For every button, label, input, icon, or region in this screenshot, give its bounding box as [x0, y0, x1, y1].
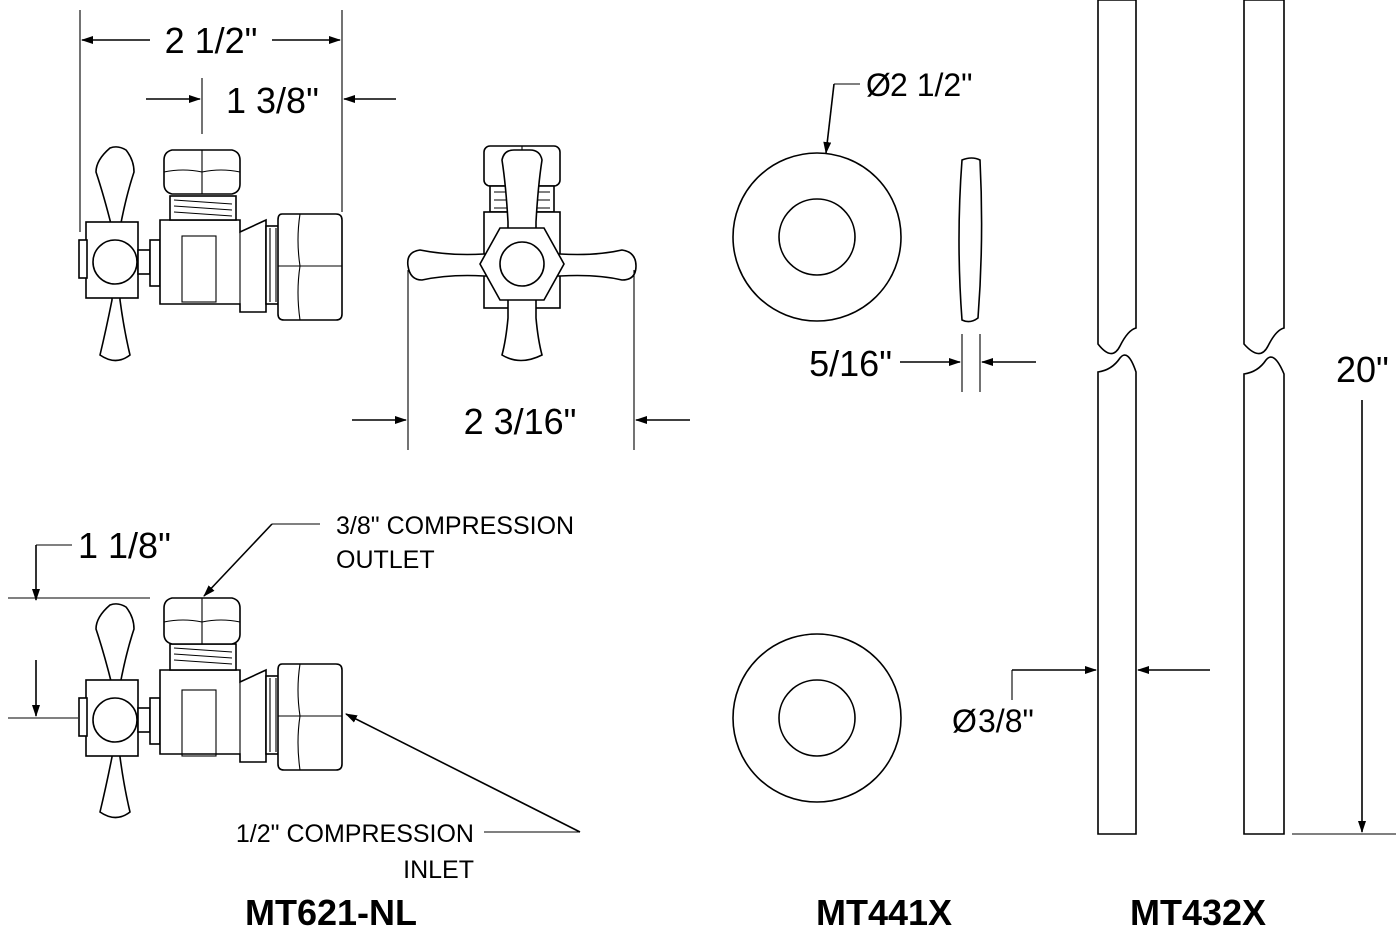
dim-height-offset-label: 1 1/8"	[78, 525, 171, 566]
callout-outlet-line1: 3/8" COMPRESSION	[336, 512, 574, 540]
dim-height-offset: 1 1/8"	[8, 525, 171, 719]
flange-side	[958, 157, 983, 323]
model-label-tube: MT432X	[1130, 892, 1266, 933]
dim-handle-span-label: 2 3/16"	[464, 401, 577, 442]
dim-tube-diameter-symbol: Ø	[952, 703, 977, 739]
dim-outlet-offset-label: 1 3/8"	[226, 80, 319, 121]
dim-tube-length-label: 20"	[1336, 349, 1389, 390]
callout-inlet: 1/2" COMPRESSION INLET	[236, 713, 581, 884]
tube-right	[1243, 0, 1285, 835]
model-label-valve: MT621-NL	[245, 892, 417, 933]
callout-inlet-line2: INLET	[403, 856, 474, 884]
dim-handle-span: 2 3/16"	[352, 270, 690, 450]
callout-outlet: 3/8" COMPRESSION OUTLET	[203, 512, 574, 597]
valve-front-view	[406, 145, 637, 362]
valve-side-view-top	[78, 146, 343, 362]
dim-flange-thickness-label: 5/16"	[809, 343, 892, 384]
inlet-nut	[277, 213, 343, 321]
model-label-flange: MT441X	[816, 892, 952, 933]
valve-body	[159, 218, 267, 313]
dim-outlet-offset: 1 3/8"	[146, 78, 396, 134]
dim-flange-diameter-label: 2 1/2"	[890, 67, 973, 103]
dim-tube-length: 20"	[1292, 349, 1396, 835]
tube-left	[1097, 0, 1137, 835]
valve-side-view-bottom	[78, 597, 343, 819]
flange-front-top	[732, 152, 902, 322]
dim-flange-diameter-symbol: Ø	[866, 67, 891, 103]
callout-inlet-line1: 1/2" COMPRESSION	[236, 820, 474, 848]
dim-tube-diameter-label: 3/8"	[978, 703, 1034, 739]
dim-overall-width: 2 1/2"	[79, 10, 343, 232]
dim-overall-width-label: 2 1/2"	[165, 20, 258, 61]
dim-flange-thickness: 5/16"	[809, 334, 1036, 392]
dim-flange-diameter: Ø 2 1/2"	[823, 67, 973, 154]
dim-tube-diameter: Ø 3/8"	[952, 666, 1210, 739]
callout-outlet-line2: OUTLET	[336, 546, 435, 574]
flange-front-bottom	[732, 633, 902, 803]
